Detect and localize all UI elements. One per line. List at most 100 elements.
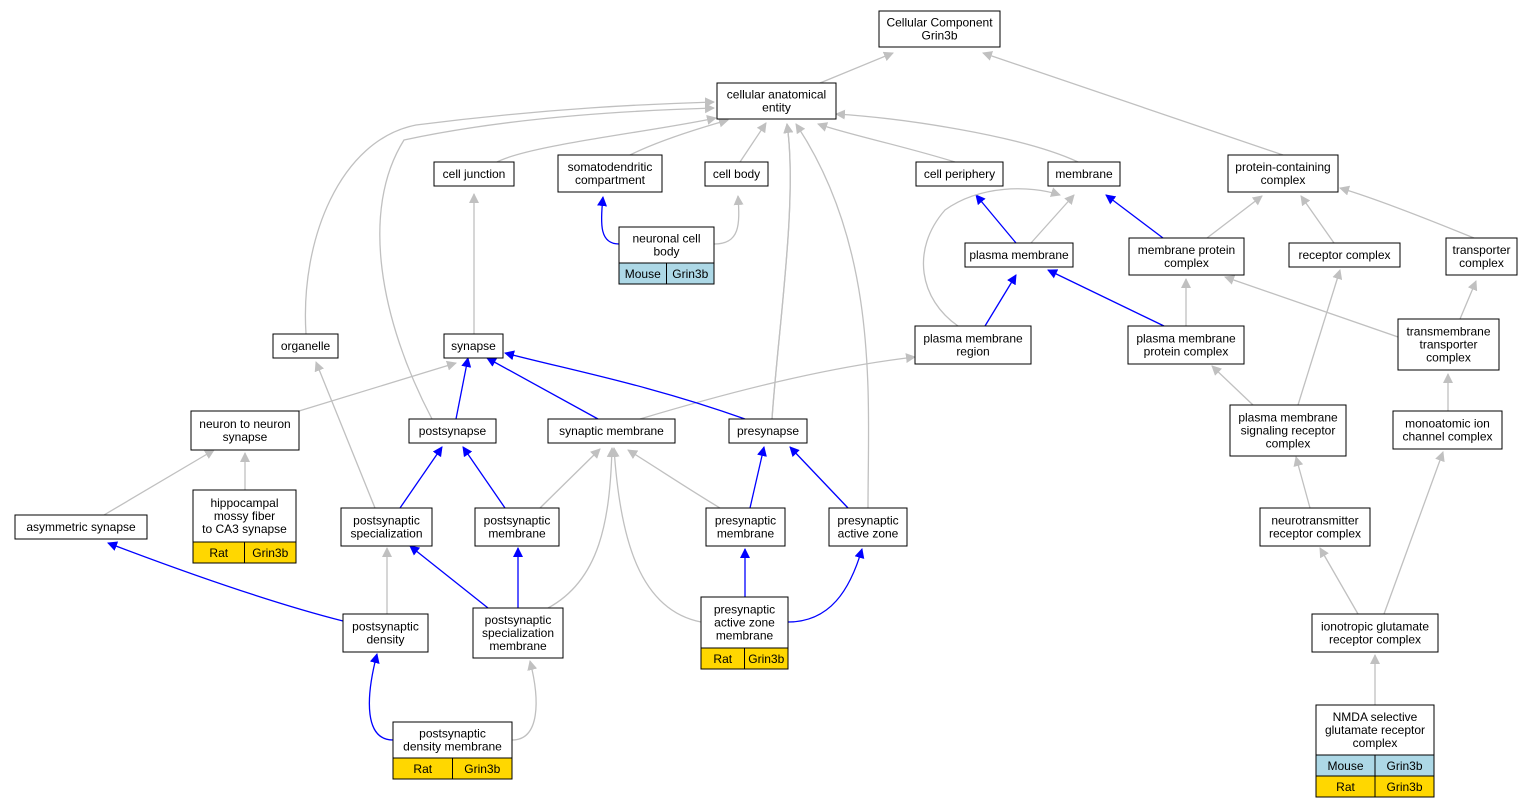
node-box <box>14 514 148 540</box>
node-plasma_membrane[interactable]: plasma membrane <box>964 242 1074 268</box>
node-box <box>964 242 1074 268</box>
edge-ps_spec_membrane-to-ps_specialization <box>409 545 489 609</box>
gene-cell <box>244 541 297 564</box>
species-label: Rat <box>713 652 732 666</box>
edge-neuronal_cell_body-to-somato <box>597 196 620 245</box>
node-synaptic_membrane[interactable]: synaptic membrane <box>547 418 676 444</box>
node-box <box>547 418 676 444</box>
node-cell_periphery[interactable]: cell periphery <box>915 161 1004 187</box>
edge-tm_transporter-to-mpc <box>1224 275 1399 338</box>
edge-mpc-to-membrane <box>1105 194 1164 239</box>
node-box <box>828 507 908 547</box>
node-box <box>472 607 564 659</box>
edge-mpc-to-pcc <box>1206 195 1263 239</box>
node-label: membrane <box>1055 167 1113 181</box>
node-box <box>342 613 429 653</box>
gene-label: Grin3b <box>252 546 288 560</box>
node-label: cell junction <box>443 167 506 181</box>
node-label: organelle <box>281 339 331 353</box>
node-label: cell periphery <box>924 167 995 181</box>
node-box <box>1397 318 1500 371</box>
edge-pre_az_membrane-to-pre_active_zone <box>787 548 865 623</box>
edge-asym_synapse-to-n2n_synapse <box>103 449 215 516</box>
node-box <box>716 82 837 120</box>
edge-cell_periphery-to-cae <box>817 122 956 163</box>
edge-nt_receptor-to-pm_signaling <box>1293 456 1311 509</box>
node-synapse[interactable]: synapse <box>443 333 504 359</box>
node-box <box>618 226 715 264</box>
edge-somato-to-cae <box>629 117 729 156</box>
edge-plasma_membrane-to-membrane <box>1030 194 1075 244</box>
edge-ps_membrane-to-postsynapse <box>462 446 506 509</box>
edge-ps_spec_membrane-to-synaptic_membrane <box>547 447 617 609</box>
node-presynapse[interactable]: presynapse <box>728 418 808 444</box>
edge-pre_active_zone-to-cae <box>795 123 870 509</box>
edge-receptor_complex-to-pcc <box>1300 195 1335 244</box>
gene-label: Grin3b <box>464 762 500 776</box>
species-label: Rat <box>1336 780 1355 794</box>
node-box <box>190 410 300 451</box>
node-postsynapse[interactable]: postsynapse <box>408 418 497 444</box>
edge-pre_membrane-to-synaptic_membrane <box>627 449 721 509</box>
node-box <box>557 154 663 193</box>
node-box <box>1288 242 1401 268</box>
node-membrane[interactable]: membrane <box>1047 161 1121 187</box>
edge-ps_specialization-to-organelle <box>314 361 376 509</box>
node-asym_synapse[interactable]: asymmetric synapse <box>14 514 148 540</box>
gene-label: Grin3b <box>1386 780 1422 794</box>
species-label: Rat <box>209 546 228 560</box>
node-box <box>878 10 1001 48</box>
edge-pre_membrane-to-presynapse <box>749 446 767 509</box>
edge-ps_membrane-to-synaptic_membrane <box>539 448 601 509</box>
node-cell_body[interactable]: cell body <box>704 161 769 187</box>
node-box <box>914 325 1032 365</box>
node-receptor_complex[interactable]: receptor complex <box>1288 242 1401 268</box>
gene-cell <box>744 647 789 670</box>
node-cell_junction[interactable]: cell junction <box>433 161 515 187</box>
species-label: Rat <box>413 762 432 776</box>
node-label: plasma membrane <box>969 248 1069 262</box>
node-label: receptor complex <box>1298 248 1390 262</box>
node-label: presynapse <box>737 424 799 438</box>
node-organelle[interactable]: organelle <box>272 333 339 359</box>
edge-pm_signaling-to-receptor_complex <box>1297 269 1343 406</box>
node-box <box>272 333 339 359</box>
edge-presynapse-to-synapse <box>504 350 746 420</box>
